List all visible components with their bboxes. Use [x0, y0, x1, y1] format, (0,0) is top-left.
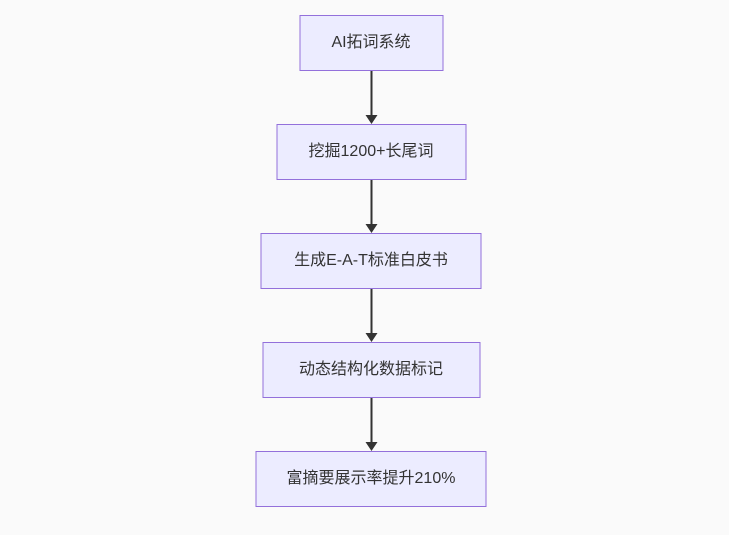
- flow-arrow-4: [365, 398, 377, 451]
- flow-node-node-4: 动态结构化数据标记: [262, 342, 480, 398]
- arrowhead-down-icon: [365, 224, 377, 233]
- arrow-line: [370, 180, 372, 224]
- arrowhead-down-icon: [365, 115, 377, 124]
- arrow-line: [370, 289, 372, 333]
- flow-node-label: 生成E-A-T标准白皮书: [294, 252, 448, 269]
- flowchart: AI拓词系统挖掘1200+长尾词生成E-A-T标准白皮书动态结构化数据标记富摘要…: [255, 15, 487, 507]
- flow-node-node-3: 生成E-A-T标准白皮书: [260, 233, 482, 289]
- flow-node-label: 富摘要展示率提升210%: [286, 470, 456, 487]
- arrow-line: [370, 71, 372, 115]
- flow-node-label: 挖掘1200+长尾词: [308, 143, 434, 160]
- flow-node-node-1: AI拓词系统: [299, 15, 443, 71]
- arrowhead-down-icon: [365, 442, 377, 451]
- flow-arrow-3: [365, 289, 377, 342]
- flow-arrow-1: [365, 71, 377, 124]
- flow-node-label: 动态结构化数据标记: [298, 361, 443, 378]
- flow-arrow-2: [365, 180, 377, 233]
- flow-node-node-2: 挖掘1200+长尾词: [276, 124, 466, 180]
- arrow-line: [370, 398, 372, 442]
- arrowhead-down-icon: [365, 333, 377, 342]
- flow-node-node-5: 富摘要展示率提升210%: [255, 451, 487, 507]
- flow-node-label: AI拓词系统: [331, 34, 411, 51]
